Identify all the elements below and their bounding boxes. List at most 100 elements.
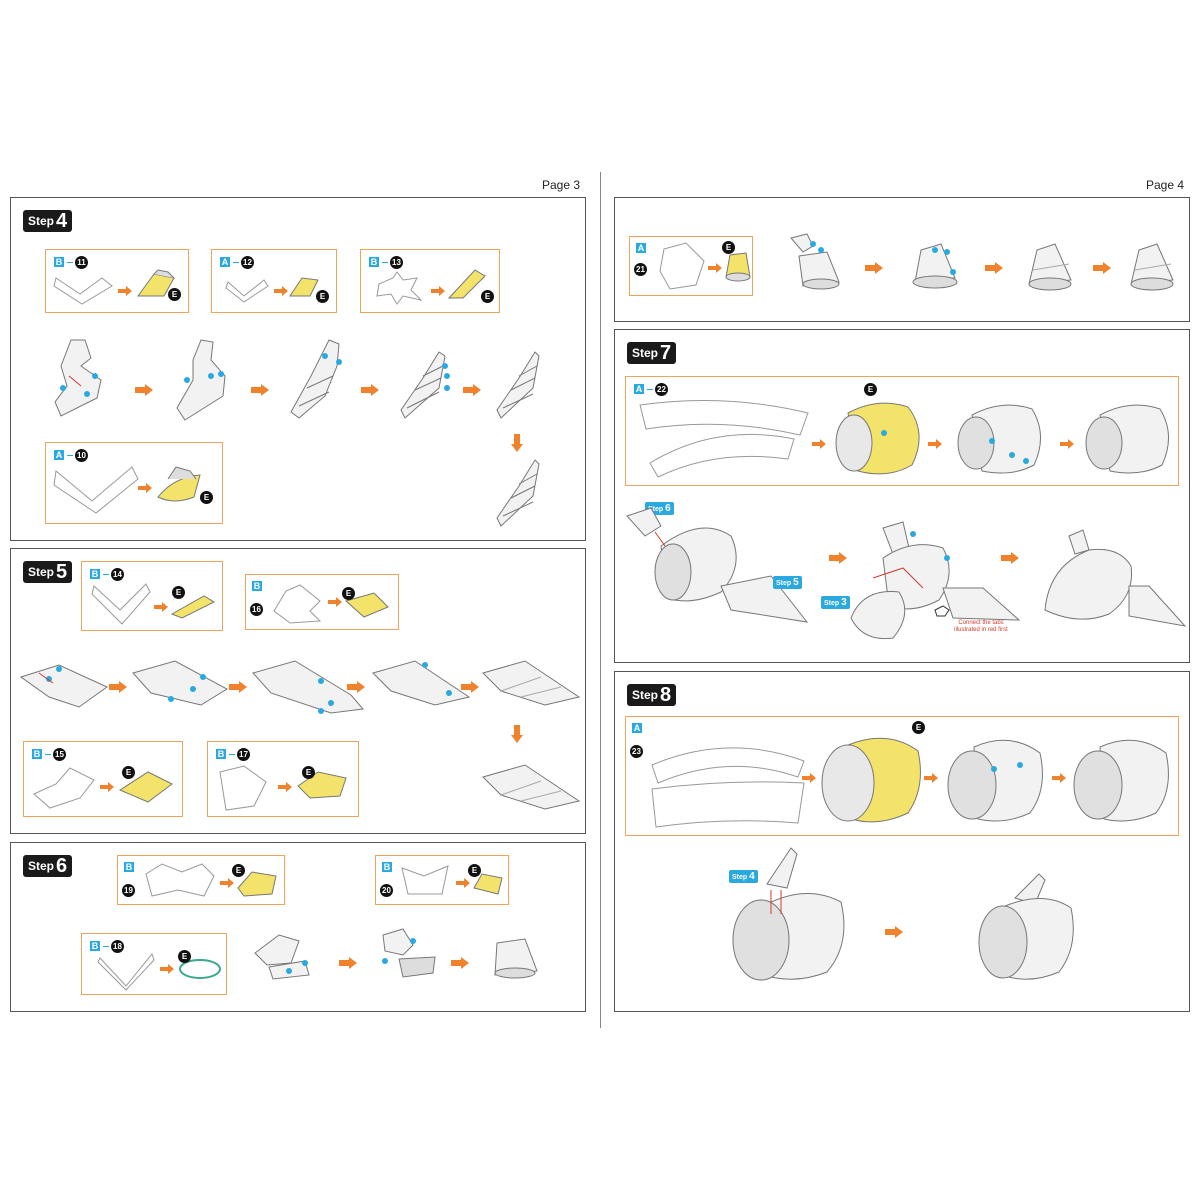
page-number-left: Page 3	[542, 178, 581, 192]
glue-mark-e: E	[122, 766, 135, 779]
arrow-right-icon	[160, 964, 174, 974]
flat-part-icon	[53, 277, 113, 305]
assembly-sketch	[372, 660, 471, 706]
arrow-right-icon	[802, 773, 816, 783]
flat-part-icon	[91, 583, 151, 625]
part-number: 21	[634, 263, 647, 276]
folded-part-icon	[473, 873, 503, 895]
part-number: 17	[237, 748, 250, 761]
arrow-right-icon	[463, 384, 481, 396]
step-3-callout: Step 3	[821, 596, 850, 609]
arrow-right-icon	[339, 957, 357, 969]
arrow-right-icon	[431, 286, 445, 296]
folded-part-icon	[344, 592, 389, 618]
folded-part-icon	[170, 595, 216, 619]
flat-part-icon	[659, 242, 705, 290]
arrow-down-icon	[511, 725, 523, 743]
assembly-sketch	[400, 351, 450, 419]
part-number: 16	[250, 603, 263, 616]
glue-mark-e: E	[342, 587, 355, 600]
assembly-sketch	[732, 847, 845, 981]
folded-part-icon	[835, 402, 920, 475]
glue-mark-e: E	[168, 288, 181, 301]
assembly-sketch	[1028, 243, 1072, 291]
assembly-sketch	[912, 243, 958, 289]
part-number: 23	[630, 745, 643, 758]
part-15-box: B 15 E	[23, 741, 183, 817]
arrow-right-icon	[220, 878, 234, 888]
assembly-sketch	[254, 934, 310, 980]
flat-part-icon	[639, 400, 809, 478]
sheet-tag: A	[634, 384, 644, 394]
assembly-sketch	[978, 873, 1074, 980]
glue-mark-e: E	[316, 290, 329, 303]
assembly-sketch	[850, 521, 1021, 640]
glue-mark-e: E	[302, 766, 315, 779]
part-14-box: B 14 E	[81, 561, 223, 631]
flat-part-icon	[53, 466, 139, 514]
part-number: 10	[75, 449, 88, 462]
assembly-sketch	[1085, 404, 1169, 474]
arrow-right-icon	[924, 773, 938, 783]
part-19-box: B 19 E	[117, 855, 285, 905]
arrow-right-icon	[100, 782, 114, 792]
sheet-tag: B	[252, 581, 262, 591]
arrow-right-icon	[456, 878, 470, 888]
arrow-right-icon	[812, 439, 826, 449]
assembly-sketch	[382, 928, 436, 978]
folded-part-icon	[179, 959, 221, 979]
assembly-sketch	[482, 764, 581, 810]
flat-part-icon	[376, 271, 423, 305]
folded-part-icon	[118, 771, 173, 803]
folded-part-icon	[725, 252, 751, 282]
glue-mark-e: E	[722, 241, 735, 254]
glue-mark-e: E	[481, 290, 494, 303]
sheet-tag: B	[32, 749, 42, 759]
sheet-tag: B	[124, 862, 134, 872]
assembly-sketch	[132, 660, 229, 706]
part-12-box: A 12 E	[211, 249, 337, 313]
assembly-sketch	[1044, 529, 1187, 627]
arrow-right-icon	[461, 681, 479, 693]
sheet-tag: A	[220, 257, 230, 267]
arrow-right-icon	[1001, 552, 1019, 564]
assembly-sketch	[947, 739, 1043, 822]
sheet-tag: A	[54, 450, 64, 460]
arrow-right-icon	[829, 552, 847, 564]
assembly-sketch	[482, 660, 581, 706]
page-divider	[600, 172, 601, 1028]
part-22-box: A 22 E	[625, 376, 1179, 486]
arrow-right-icon	[708, 263, 722, 273]
glue-mark-e: E	[864, 383, 877, 396]
arrow-right-icon	[118, 286, 132, 296]
folded-part-icon	[137, 269, 175, 297]
arrow-right-icon	[928, 439, 942, 449]
part-number: 18	[111, 940, 124, 953]
step-5-callout: Step 5	[773, 576, 802, 589]
glue-mark-e: E	[200, 491, 213, 504]
part-16-box: B 16 E	[245, 574, 399, 630]
assembly-sketch	[54, 339, 102, 417]
arrow-right-icon	[138, 483, 152, 493]
flat-part-icon	[33, 767, 95, 809]
part-17-box: B 17 E	[207, 741, 359, 817]
part-number: 15	[53, 748, 66, 761]
arrow-right-icon	[1093, 262, 1111, 274]
folded-part-icon	[289, 277, 319, 297]
arrow-right-icon	[985, 262, 1003, 274]
assembly-sketch	[790, 233, 840, 290]
assembly-sketch	[290, 339, 342, 419]
part-10-box: A 10 E	[45, 442, 223, 524]
arrow-right-icon	[865, 262, 883, 274]
flat-part-icon	[225, 279, 269, 303]
arrow-right-icon	[251, 384, 269, 396]
assembly-sketch	[626, 507, 809, 623]
arrow-down-icon	[511, 434, 523, 452]
assembly-sketch	[494, 938, 538, 979]
part-21-box: A 21 E	[629, 236, 753, 296]
arrow-right-icon	[109, 681, 127, 693]
